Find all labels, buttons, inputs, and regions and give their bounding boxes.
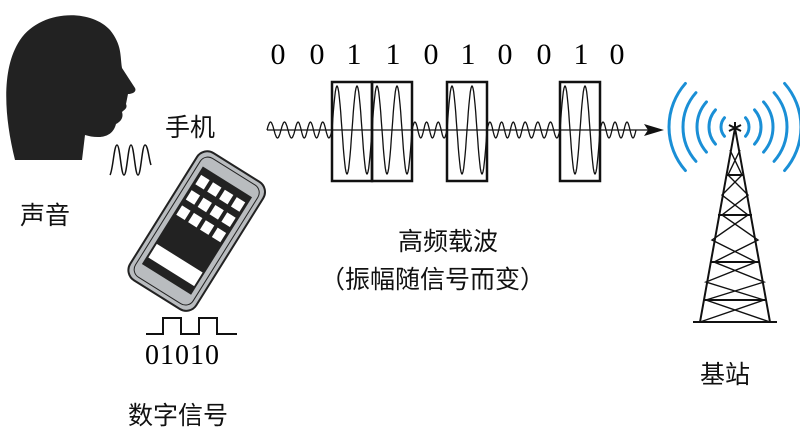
- head-silhouette: [6, 15, 136, 161]
- arrow-head: [644, 124, 664, 136]
- bit-0: 0: [270, 38, 286, 71]
- bit-9: 0: [609, 38, 625, 71]
- digital-signal-label: 数字信号: [128, 401, 229, 430]
- radio-wave-arc: [667, 81, 687, 173]
- bit-6: 0: [497, 38, 513, 71]
- radio-waves-icon: [667, 81, 800, 173]
- phone-key: [211, 227, 227, 243]
- radio-wave-arc: [772, 91, 789, 163]
- digital-code: 01010: [145, 340, 220, 371]
- radio-wave-arc: [707, 108, 717, 146]
- phone-key: [195, 174, 210, 190]
- radio-wave-arc: [695, 100, 708, 154]
- phone-key: [221, 212, 236, 228]
- bit-7: 0: [536, 38, 552, 71]
- carrier-title: 高频载波: [398, 227, 499, 256]
- radio-wave-arc: [762, 100, 775, 154]
- phone-key: [197, 197, 212, 213]
- phone-key: [199, 220, 215, 235]
- phone-key: [209, 204, 224, 220]
- digital-square-wave: [146, 317, 237, 335]
- phone-key: [176, 205, 191, 221]
- phone-key: [230, 197, 246, 212]
- radio-wave-arc: [719, 116, 726, 138]
- phone-label: 手机: [165, 113, 216, 142]
- phone-key: [185, 190, 201, 205]
- base-station-tower-icon: [693, 122, 777, 323]
- radio-wave-arc: [681, 91, 698, 163]
- bit-2: 1: [346, 38, 362, 71]
- bit-4: 0: [423, 38, 439, 71]
- radio-wave-arc: [744, 116, 751, 138]
- bit-5: 1: [460, 38, 476, 71]
- sound-wave: [109, 144, 152, 176]
- bit-8: 1: [573, 38, 589, 71]
- radio-wave-arc: [783, 81, 800, 173]
- carrier-note: （振幅随信号而变）: [320, 265, 546, 294]
- phone-key: [188, 212, 203, 228]
- base-station-label: 基站: [700, 360, 751, 389]
- phone-key: [219, 189, 234, 205]
- phone-key: [207, 182, 222, 197]
- bit-3: 1: [385, 38, 401, 71]
- radio-wave-arc: [753, 108, 763, 146]
- bit-1: 0: [309, 38, 325, 71]
- phone-icon: [127, 150, 266, 312]
- voice-label: 声音: [20, 201, 71, 230]
